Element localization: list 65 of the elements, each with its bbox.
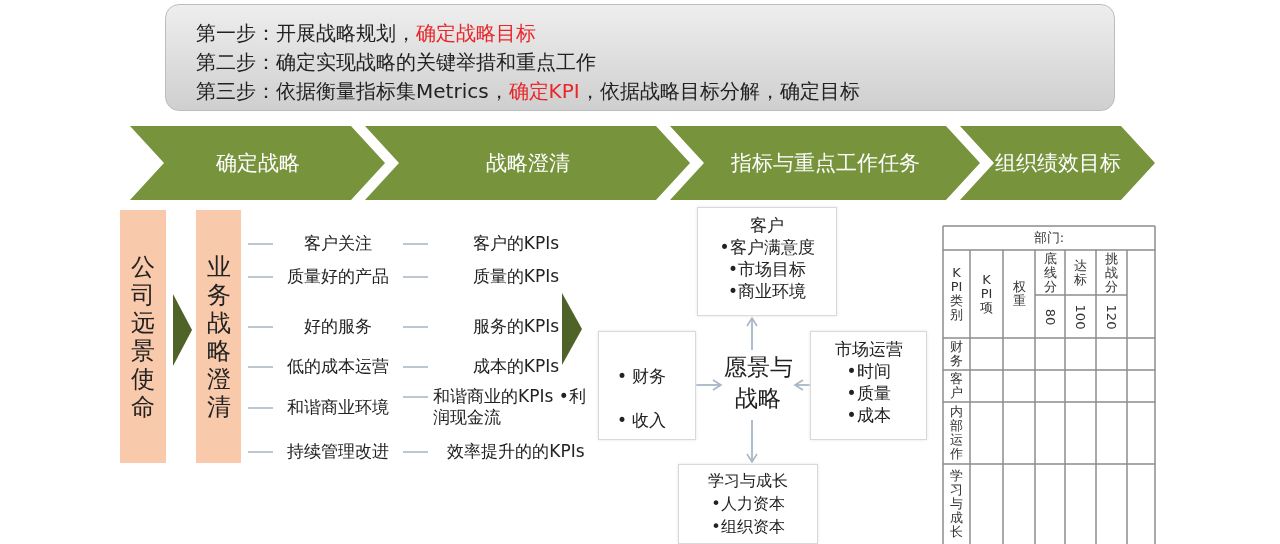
list-item: 客户的KPIs [471,233,561,254]
stage-bar [120,210,166,463]
process-step [130,126,385,200]
process-step [960,126,1155,200]
bullet-item: •组织资本 [711,516,785,538]
table-header: 部门: [1033,231,1065,245]
score-value: 80 [1043,308,1057,325]
note-panel [165,4,1115,111]
perspective-box [598,331,696,440]
perspective-box [697,207,837,316]
box-heading: 客户 [750,214,784,236]
step-line: 第二步：确定实现战略的关键举措和重点工作 [196,49,596,76]
list-item: 和谐商业的KPIs •利润现金流 [433,386,587,428]
step-label: 指标与重点工作任务 [730,150,920,177]
column-header: KPI类别 [950,266,963,322]
list-item: 低的成本运营 [286,356,390,377]
row-label: 学习与成长 [950,469,963,539]
step-label: 战略澄清 [485,150,570,177]
column-header: 达标 [1074,258,1087,287]
perspective-box [678,464,818,544]
score-value: 120 [1104,304,1119,329]
bullet-item: •市场目标 [728,258,806,280]
column-header: 权重 [1012,280,1026,308]
bullet-item: •客户满意度 [719,236,815,258]
perspective-box [810,331,927,440]
stage-label: 公司远景使命 [131,252,155,421]
arrow [695,379,722,391]
process-step [670,126,980,200]
arrow [746,419,758,463]
score-value: 100 [1073,304,1088,329]
bullet-item: •人力资本 [711,493,785,515]
row-label: 财务 [950,340,963,368]
column-header: 挑战分 [1105,251,1118,294]
step-line: 第一步：开展战略规划，确定战略目标 [196,20,536,47]
column-header: KPI项 [980,273,993,315]
bullet-item: • 收入 [617,409,667,432]
bullet-item: •商业环境 [728,280,806,302]
process-step [365,126,690,200]
bullet-item: • 财务 [617,365,667,388]
list-item: 成本的KPIs [471,356,561,377]
box-heading: 市场运营 [834,338,903,360]
step-label: 确定战略 [215,150,300,177]
list-item: 质量的KPIs [471,266,561,287]
chevron-arrow [173,294,192,366]
step-line: 第三步：依据衡量指标集Metrics，确定KPI，依据战略目标分解，确定目标 [196,78,860,105]
list-item: 客户关注 [303,233,373,254]
bullet-item: •质量 [846,382,891,404]
list-item: 好的服务 [303,316,373,337]
stage-label: 业务战略澄清 [206,252,231,421]
bullet-item: •时间 [846,360,891,382]
box-heading: 学习与成长 [708,470,788,492]
row-label: 内部运作 [950,405,963,461]
center-label: 愿景与战略 [721,352,795,418]
list-item: 持续管理改进 [286,441,390,462]
list-item: 质量好的产品 [286,266,390,287]
row-label: 客户 [950,372,963,400]
list-item: 效率提升的的KPIs [446,441,586,462]
step-label: 组织绩效目标 [994,150,1121,177]
list-item: 和谐商业环境 [286,397,390,418]
list-item: 服务的KPIs [471,316,561,337]
stage-bar [196,210,241,463]
arrow [794,379,811,391]
column-header: 底线分 [1043,251,1057,294]
arrow [746,317,758,351]
bullet-item: •成本 [846,404,891,426]
